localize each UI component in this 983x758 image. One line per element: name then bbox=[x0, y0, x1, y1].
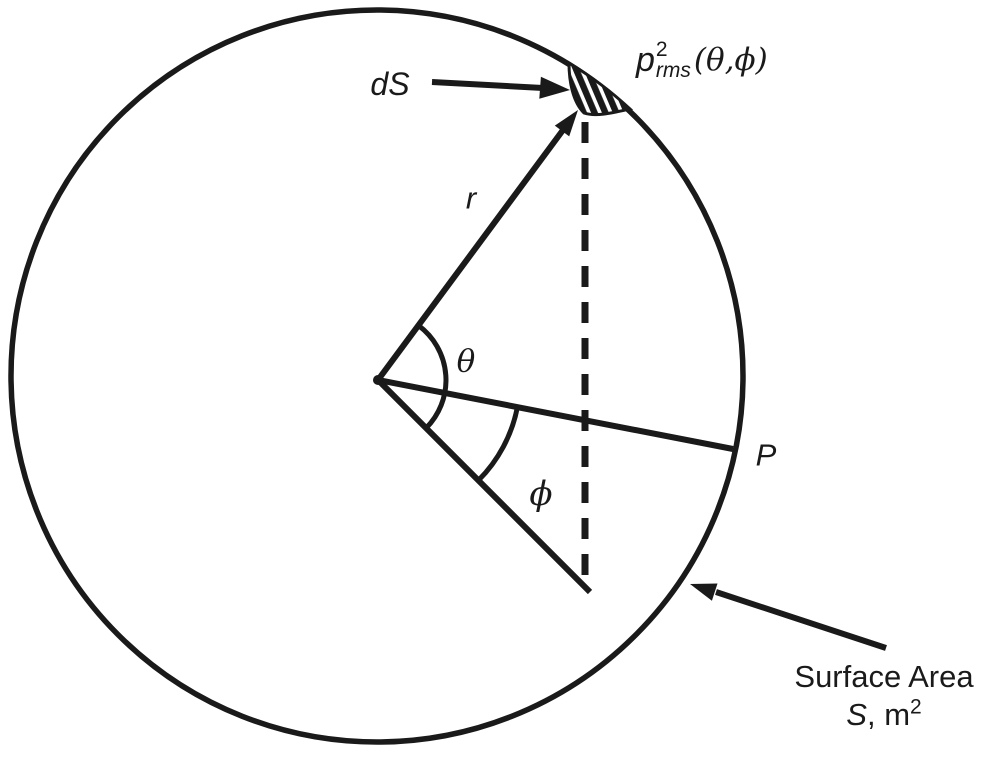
surface-area-label: Surface Area S, m2 bbox=[794, 658, 973, 734]
ds-label: dS bbox=[370, 66, 410, 102]
surface-area-line1: Surface Area bbox=[794, 659, 974, 694]
phi-label: ϕ bbox=[529, 474, 553, 514]
surface-area-unit-exponent: 2 bbox=[910, 695, 922, 719]
surface-area-line2: S, m2 bbox=[794, 696, 973, 734]
pressure-subscript: rms bbox=[655, 59, 691, 82]
pressure-supsub: 2 rms bbox=[656, 39, 691, 81]
phi-arc bbox=[476, 406, 520, 483]
lower-radius-line bbox=[375, 377, 593, 595]
ds-pointer-arrow bbox=[431, 76, 570, 99]
surface-area-pointer-arrowhead-icon bbox=[690, 583, 718, 601]
radius-vector-arrow bbox=[375, 110, 578, 382]
radius-vector-arrowhead-icon bbox=[554, 110, 578, 137]
ds-pointer-line bbox=[431, 79, 544, 91]
radius-vector-line bbox=[375, 128, 566, 382]
surface-area-pointer-line bbox=[715, 589, 887, 651]
axis-line-to-p bbox=[377, 377, 734, 452]
surface-element-patch bbox=[567, 60, 634, 117]
radius-label: r bbox=[465, 180, 477, 216]
theta-label: θ bbox=[456, 343, 476, 380]
pressure-exponent: 2 bbox=[655, 38, 668, 61]
point-p-label: P bbox=[755, 437, 777, 473]
pressure-arguments: (θ,ϕ) bbox=[693, 41, 768, 78]
surface-area-symbol: S bbox=[846, 697, 867, 732]
ds-pointer-arrowhead-icon bbox=[539, 76, 570, 99]
surface-area-pointer-arrow bbox=[690, 583, 887, 651]
theta-arc bbox=[417, 323, 449, 430]
pressure-base: p bbox=[636, 41, 655, 79]
sphere-circle bbox=[8, 7, 746, 745]
surface-area-unit: , m bbox=[866, 697, 911, 732]
pressure-label: p 2 rms (θ,ϕ) bbox=[636, 39, 768, 81]
